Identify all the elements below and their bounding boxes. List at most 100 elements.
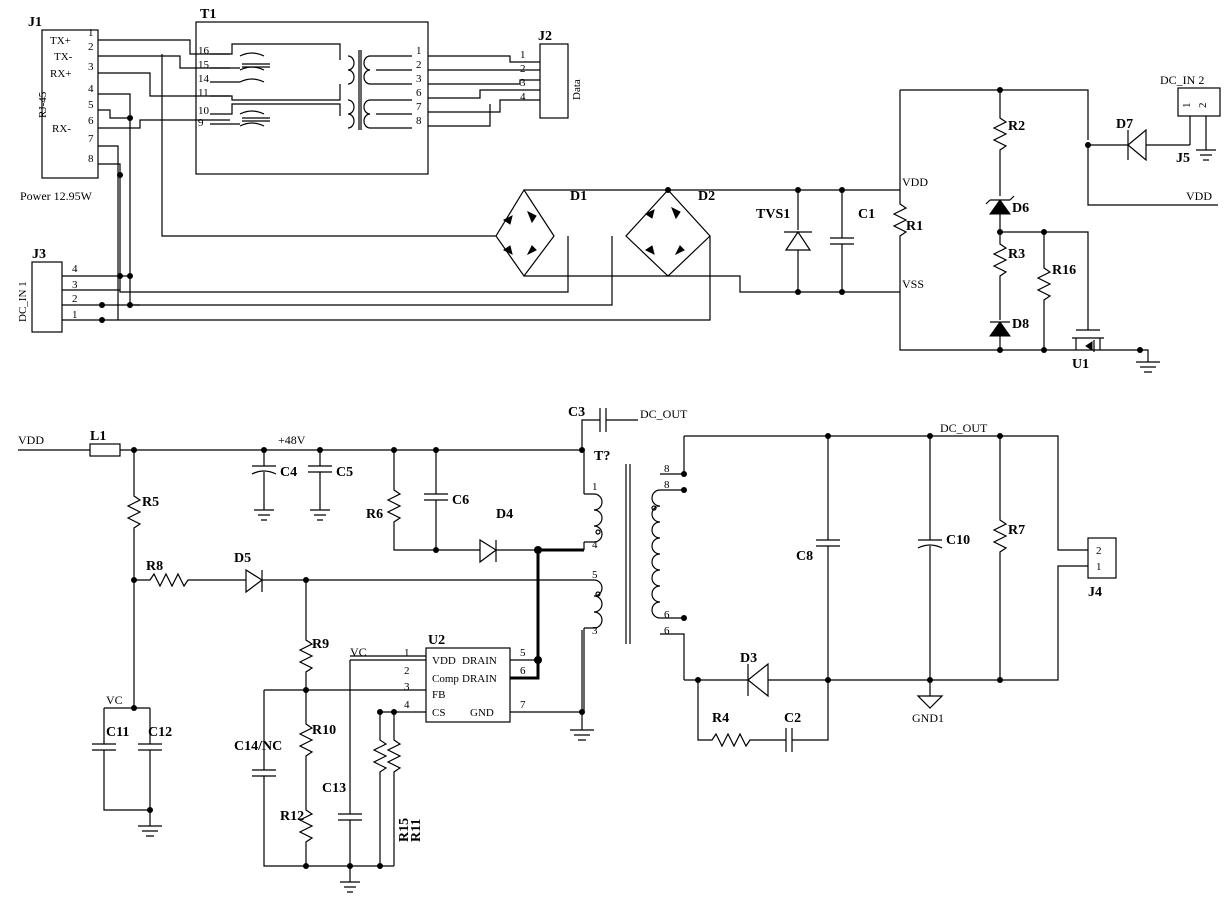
- svg-text:R9: R9: [312, 637, 329, 652]
- svg-text:6: 6: [88, 115, 94, 127]
- svg-text:R2: R2: [1008, 119, 1025, 134]
- svg-text:4: 4: [72, 263, 78, 275]
- svg-text:3: 3: [416, 73, 422, 85]
- svg-text:R12: R12: [280, 809, 304, 824]
- svg-text:L1: L1: [90, 429, 106, 444]
- svg-text:R3: R3: [1008, 247, 1025, 262]
- svg-text:VDD: VDD: [902, 175, 928, 189]
- svg-text:8: 8: [88, 153, 94, 165]
- svg-text:D4: D4: [496, 507, 513, 522]
- svg-text:D1: D1: [570, 189, 587, 204]
- svg-text:R16: R16: [1052, 263, 1076, 278]
- svg-text:R6: R6: [366, 507, 383, 522]
- svg-text:D8: D8: [1012, 317, 1029, 332]
- c1: C1: [830, 190, 875, 292]
- svg-text:4: 4: [404, 699, 410, 711]
- svg-text:1: 1: [592, 481, 598, 493]
- svg-text:5: 5: [520, 647, 526, 659]
- svg-text:DC_IN 1: DC_IN 1: [17, 281, 29, 322]
- svg-text:C1: C1: [858, 207, 875, 222]
- j3-ref: J3: [32, 247, 46, 262]
- u1: U1: [1000, 329, 1160, 373]
- svg-text:DC_IN 2: DC_IN 2: [1160, 73, 1204, 87]
- svg-text:TX+: TX+: [50, 35, 71, 47]
- tvs1: TVS1: [756, 190, 812, 292]
- svg-text:GND1: GND1: [912, 711, 944, 725]
- output-stage: DC_OUT C8 C10 R7 D3 R4 C2 GND1 2 1 J4: [684, 421, 1117, 752]
- j1-type: RJ-45: [37, 91, 49, 118]
- svg-text:7: 7: [416, 101, 422, 113]
- svg-text:5: 5: [88, 99, 94, 111]
- svg-text:J5: J5: [1176, 151, 1190, 166]
- svg-text:6: 6: [416, 87, 422, 99]
- svg-text:3: 3: [72, 279, 78, 291]
- c3: C3 DC_OUT: [568, 405, 688, 450]
- connector-j2: J2 Data 1 2 3 4: [520, 29, 583, 119]
- svg-text:D7: D7: [1116, 117, 1133, 132]
- svg-text:2: 2: [520, 63, 526, 75]
- svg-text:R5: R5: [142, 495, 159, 510]
- svg-text:R11: R11: [409, 819, 424, 842]
- svg-text:2: 2: [1197, 103, 1209, 109]
- svg-text:C3: C3: [568, 405, 585, 420]
- svg-text:4: 4: [592, 539, 598, 551]
- svg-text:R8: R8: [146, 559, 163, 574]
- svg-text:3: 3: [520, 77, 526, 89]
- svg-text:4: 4: [88, 83, 94, 95]
- svg-text:VC: VC: [350, 645, 367, 659]
- svg-text:2: 2: [416, 59, 422, 71]
- svg-text:C13: C13: [322, 781, 346, 796]
- svg-text:6: 6: [664, 609, 670, 621]
- svg-text:15: 15: [198, 59, 210, 71]
- svg-text:+48V: +48V: [278, 433, 306, 447]
- svg-text:2: 2: [88, 41, 94, 53]
- svg-text:1: 1: [1096, 561, 1102, 573]
- svg-text:VDD: VDD: [1186, 189, 1212, 203]
- svg-text:5: 5: [592, 569, 598, 581]
- svg-text:U1: U1: [1072, 357, 1089, 372]
- u2: U2 VDD Comp FB CS DRAIN DRAIN GND 1 2 3 …: [404, 630, 594, 741]
- vc-caps: VC C11 C12: [92, 693, 172, 837]
- svg-text:VDD: VDD: [18, 433, 44, 447]
- j1-ref: J1: [28, 15, 42, 30]
- svg-text:14: 14: [198, 73, 210, 85]
- svg-text:C2: C2: [784, 711, 801, 726]
- svg-text:U2: U2: [428, 633, 445, 648]
- svg-text:R10: R10: [312, 723, 336, 738]
- svg-text:2: 2: [72, 293, 78, 305]
- svg-text:D3: D3: [740, 651, 757, 666]
- svg-text:R1: R1: [906, 219, 923, 234]
- svg-text:C14/NC: C14/NC: [234, 739, 282, 754]
- svg-text:1: 1: [72, 309, 78, 321]
- svg-text:3: 3: [88, 61, 94, 73]
- svg-text:D2: D2: [698, 189, 715, 204]
- svg-text:7: 7: [520, 699, 526, 711]
- svg-text:4: 4: [520, 91, 526, 103]
- svg-text:FB: FB: [432, 689, 445, 701]
- r5: R5: [126, 450, 159, 708]
- svg-text:2: 2: [404, 665, 410, 677]
- svg-text:R7: R7: [1008, 523, 1025, 538]
- svg-text:3: 3: [404, 681, 410, 693]
- transformer-main: T? 1 4 5 3 8 8 6 6: [583, 436, 687, 712]
- svg-text:C8: C8: [796, 549, 813, 564]
- c4: C4: [251, 450, 297, 521]
- svg-text:VC: VC: [106, 693, 123, 707]
- svg-text:1: 1: [404, 647, 410, 659]
- svg-text:16: 16: [198, 45, 210, 57]
- svg-text:1: 1: [88, 27, 94, 39]
- svg-text:6: 6: [664, 625, 670, 637]
- svg-text:9: 9: [198, 117, 204, 129]
- svg-text:6: 6: [520, 665, 526, 677]
- l1: L1: [18, 429, 584, 457]
- feedback-network: R9 R10 R12 C14/NC C13 VC R15 R11: [234, 580, 426, 893]
- svg-text:J4: J4: [1088, 585, 1102, 600]
- power-note: Power 12.95W: [20, 189, 93, 203]
- svg-text:VSS: VSS: [902, 277, 924, 291]
- j2-ref: J2: [538, 29, 552, 44]
- svg-text:1: 1: [416, 45, 422, 57]
- svg-text:Comp: Comp: [432, 673, 459, 685]
- svg-text:1: 1: [1181, 103, 1193, 109]
- right-divider: R2 D6 R3 D8 R16: [985, 90, 1089, 353]
